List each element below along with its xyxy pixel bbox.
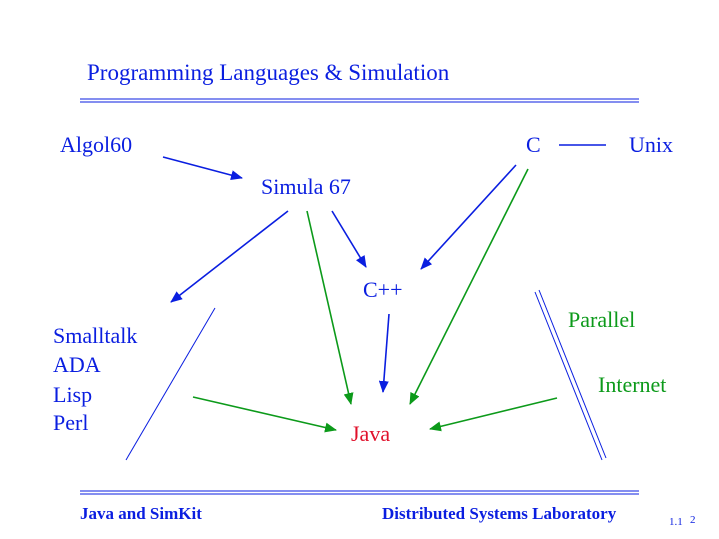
node-lisp: Lisp xyxy=(53,382,93,407)
separator-right xyxy=(534,289,607,461)
edge-languages-java xyxy=(192,396,337,433)
edge-simula67-smalltalk xyxy=(170,210,289,303)
edge-internet-java xyxy=(429,397,558,432)
separator-left xyxy=(125,307,216,461)
edge-cpp-java xyxy=(378,313,390,393)
node-algol60: Algol60 xyxy=(60,132,133,157)
node-parallel: Parallel xyxy=(568,307,636,332)
node-simula67: Simula 67 xyxy=(261,174,351,199)
slide-title: Programming Languages & Simulation xyxy=(87,60,450,85)
edge-simula67-cpp xyxy=(331,210,367,268)
node-cpp: C++ xyxy=(363,277,403,302)
node-c: C xyxy=(526,132,541,157)
edge-simula67-java xyxy=(306,210,354,405)
node-java: Java xyxy=(351,421,391,446)
edge-c-java xyxy=(409,168,529,405)
edge-c-cpp xyxy=(420,164,517,270)
title-rule xyxy=(80,98,639,103)
page-version: 1.1 xyxy=(669,516,683,528)
node-smalltalk: Smalltalk xyxy=(53,323,138,348)
node-unix: Unix xyxy=(629,132,673,157)
page-number: 2 xyxy=(690,514,696,526)
footer-rule xyxy=(80,490,639,495)
footer-right: Distributed Systems Laboratory xyxy=(382,504,617,523)
node-internet: Internet xyxy=(598,372,667,397)
edge-algol60-simula67 xyxy=(162,156,243,181)
footer-left: Java and SimKit xyxy=(80,504,202,523)
node-ada: ADA xyxy=(53,352,101,377)
node-perl: Perl xyxy=(53,410,89,435)
